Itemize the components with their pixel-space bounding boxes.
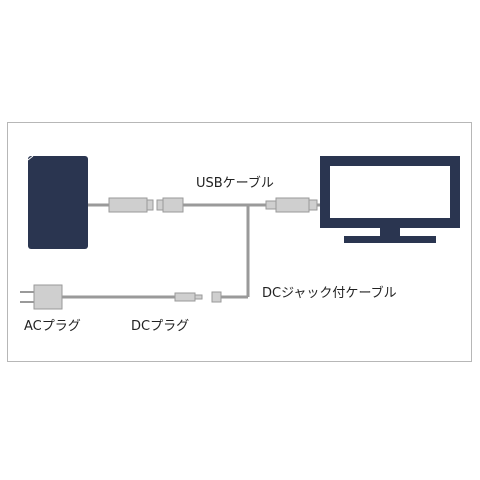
dc-jack-cable-label: DCジャック付ケーブル — [262, 286, 397, 301]
usb-connector-hdd — [108, 197, 154, 213]
ac-plug-label: ACプラグ — [24, 319, 81, 334]
dc-jack — [211, 291, 222, 303]
external-hdd-icon — [27, 155, 88, 249]
usb-connector-monitor — [265, 197, 318, 213]
usb-connector-middle — [156, 197, 184, 213]
ac-adapter-icon — [20, 284, 63, 310]
dc-jack-cable — [221, 205, 250, 299]
usb-cable-label: USBケーブル — [196, 176, 274, 191]
dc-plug-label: DCプラグ — [131, 319, 190, 334]
monitor-icon — [320, 156, 460, 243]
dc-plug — [174, 292, 203, 302]
